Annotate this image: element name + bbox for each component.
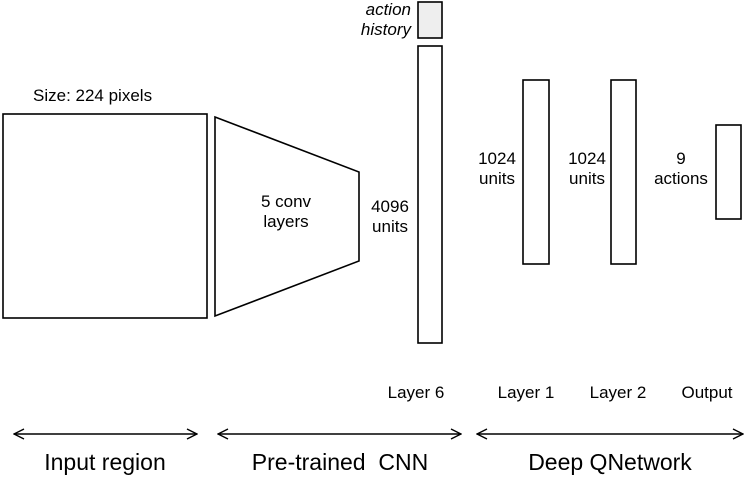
action-history-label: action history xyxy=(349,0,411,39)
layer1-label: Layer 1 xyxy=(497,383,555,402)
action-history-line1: action xyxy=(365,0,411,19)
layer2-label: Layer 2 xyxy=(589,383,647,402)
output-units-line1: 9 xyxy=(676,149,686,168)
action-history-box xyxy=(417,1,443,39)
qnet-layer2-bar xyxy=(610,79,637,265)
output-bar xyxy=(715,124,742,220)
input-region-box xyxy=(2,113,208,319)
conv-layers-label-line2: layers xyxy=(263,211,309,231)
deep-qnetwork-title: Deep QNetwork xyxy=(528,449,692,475)
conv-layers-trapezoid xyxy=(214,115,360,318)
layer6-units-label: 4096 units xyxy=(362,197,418,236)
layer6-units-line1: 4096 xyxy=(371,197,409,216)
output-label: Output xyxy=(681,383,733,402)
action-history-line2: history xyxy=(360,19,411,39)
qnet-layer1-bar xyxy=(522,79,550,265)
layer2-units-line2: units xyxy=(569,168,605,188)
layer6-bar xyxy=(417,45,443,344)
layer2-units-label: 1024 units xyxy=(560,149,614,188)
layer1-units-line2: units xyxy=(479,168,515,188)
output-units-label: 9 actions xyxy=(646,149,716,188)
layer6-units-line2: units xyxy=(372,216,408,236)
conv-layers-label: 5 conv layers xyxy=(238,192,334,231)
layer2-units-line1: 1024 xyxy=(568,149,606,168)
layer6-label: Layer 6 xyxy=(387,383,445,402)
input-size-label: Size: 224 pixels xyxy=(33,86,153,105)
input-region-title: Input region xyxy=(44,449,166,475)
output-units-line2: actions xyxy=(654,168,708,188)
layer1-units-line1: 1024 xyxy=(478,149,516,168)
pretrained-cnn-title: Pre-trained CNN xyxy=(251,449,429,475)
conv-layers-label-line1: 5 conv xyxy=(260,192,312,211)
layer1-units-label: 1024 units xyxy=(470,149,524,188)
